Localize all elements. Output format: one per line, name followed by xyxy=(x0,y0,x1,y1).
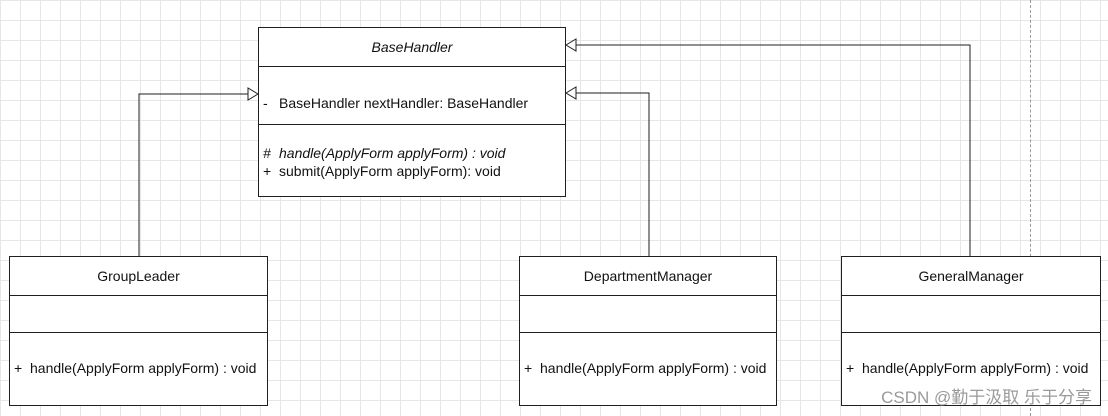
visibility-marker: + xyxy=(263,163,272,179)
attributes-section xyxy=(10,295,267,332)
attributes-section xyxy=(842,295,1100,332)
generalization-generalmanager xyxy=(576,44,971,256)
visibility-marker: + xyxy=(846,360,855,376)
dashed-guide-line xyxy=(1030,0,1031,416)
attributes-section xyxy=(520,295,776,332)
operations-section: # handle(ApplyForm applyForm) : void + s… xyxy=(259,124,565,196)
operation-text: submit(ApplyForm applyForm): void xyxy=(279,163,501,179)
class-basehandler[interactable]: BaseHandler - BaseHandler nextHandler: B… xyxy=(258,27,566,197)
visibility-marker: - xyxy=(263,95,268,111)
generalization-arrowhead-groupleader xyxy=(247,87,259,101)
operation-text: handle(ApplyForm applyForm) : void xyxy=(862,360,1089,376)
operation-row: + handle(ApplyForm applyForm) : void xyxy=(520,359,776,377)
class-name: DepartmentManager xyxy=(583,268,713,284)
watermark-text: CSDN @勤于汲取 乐于分享 xyxy=(881,388,1092,407)
attributes-section: - BaseHandler nextHandler: BaseHandler xyxy=(259,66,565,124)
operations-section: + handle(ApplyForm applyForm) : void xyxy=(520,332,776,404)
operation-text: handle(ApplyForm applyForm) : void xyxy=(30,360,257,376)
operation-row: + submit(ApplyForm applyForm): void xyxy=(259,162,565,180)
class-name: GeneralManager xyxy=(918,268,1024,284)
class-departmentmanager[interactable]: DepartmentManager + handle(ApplyForm app… xyxy=(519,256,777,406)
operations-section: + handle(ApplyForm applyForm) : void xyxy=(842,332,1100,404)
generalization-arrowhead-departmentmanager xyxy=(565,86,577,100)
visibility-marker: + xyxy=(524,360,533,376)
class-name: BaseHandler xyxy=(371,39,453,55)
operations-section: + handle(ApplyForm applyForm) : void xyxy=(10,332,267,404)
class-name: GroupLeader xyxy=(97,268,180,284)
generalization-grouleader xyxy=(138,93,248,256)
attribute-text: BaseHandler nextHandler: BaseHandler xyxy=(279,95,529,111)
visibility-marker: # xyxy=(263,145,271,161)
generalization-departmentmanager xyxy=(576,92,650,256)
operation-row: + handle(ApplyForm applyForm) : void xyxy=(842,359,1100,377)
operation-row: # handle(ApplyForm applyForm) : void xyxy=(259,144,565,162)
class-generalmanager[interactable]: GeneralManager + handle(ApplyForm applyF… xyxy=(841,256,1101,406)
visibility-marker: + xyxy=(14,360,23,376)
operation-text: handle(ApplyForm applyForm) : void xyxy=(279,145,506,161)
operation-text: handle(ApplyForm applyForm) : void xyxy=(540,360,767,376)
operation-row: + handle(ApplyForm applyForm) : void xyxy=(10,359,267,377)
generalization-arrowhead-generalmanager xyxy=(565,38,577,52)
class-groupleader[interactable]: GroupLeader + handle(ApplyForm applyForm… xyxy=(9,256,268,406)
attribute-row: - BaseHandler nextHandler: BaseHandler xyxy=(259,94,565,112)
